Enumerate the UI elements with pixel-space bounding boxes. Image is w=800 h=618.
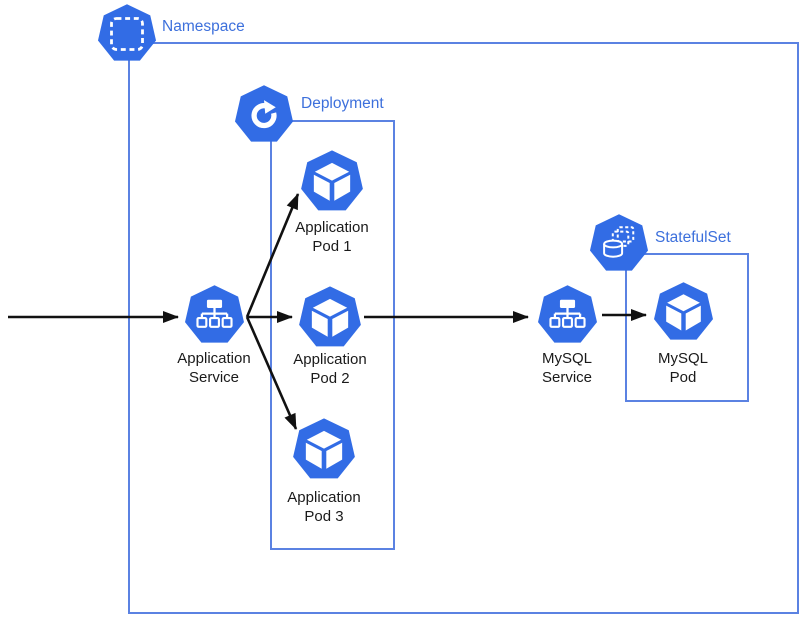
label-line: Pod 3 bbox=[304, 508, 344, 525]
edge-app-service-to-pod1 bbox=[245, 193, 300, 318]
namespace-label: Namespace bbox=[162, 18, 245, 35]
deployment-icon bbox=[233, 84, 295, 146]
application-pod1-label: Application Pod 1 bbox=[267, 218, 397, 256]
application-pod3-label: Application Pod 3 bbox=[259, 488, 389, 526]
statefulset-icon bbox=[588, 213, 650, 275]
label-line: Pod 1 bbox=[312, 238, 352, 255]
mysql-service-icon bbox=[536, 284, 599, 347]
namespace-box bbox=[128, 42, 799, 614]
application-service-label: Application Service bbox=[149, 349, 279, 387]
statefulset-label: StatefulSet bbox=[655, 229, 731, 246]
label-line: Service bbox=[541, 369, 593, 386]
label-line: MySQL bbox=[657, 350, 708, 367]
label-line: Application bbox=[293, 351, 367, 368]
application-pod3-icon bbox=[291, 417, 357, 483]
mysql-pod-label: MySQL Pod bbox=[618, 349, 748, 387]
namespace-icon bbox=[96, 3, 158, 65]
edge-app-service-to-pod3 bbox=[245, 316, 298, 430]
deployment-label: Deployment bbox=[301, 95, 384, 112]
application-pod2-icon bbox=[297, 285, 363, 351]
label-line: Application bbox=[287, 489, 361, 506]
deployment-box bbox=[270, 120, 395, 550]
application-service-icon bbox=[183, 284, 246, 347]
mysql-pod-icon bbox=[652, 281, 715, 344]
label-line: Service bbox=[188, 369, 240, 386]
label-line: Application bbox=[177, 350, 251, 367]
statefulset-box bbox=[625, 253, 749, 402]
mysql-service-label: MySQL Service bbox=[502, 349, 632, 387]
label-line: MySQL bbox=[541, 350, 592, 367]
label-line: Pod bbox=[669, 369, 697, 386]
application-pod1-icon bbox=[299, 149, 365, 215]
label-line: Application bbox=[295, 219, 369, 236]
label-line: Pod 2 bbox=[310, 370, 350, 387]
application-pod2-label: Application Pod 2 bbox=[265, 350, 395, 388]
